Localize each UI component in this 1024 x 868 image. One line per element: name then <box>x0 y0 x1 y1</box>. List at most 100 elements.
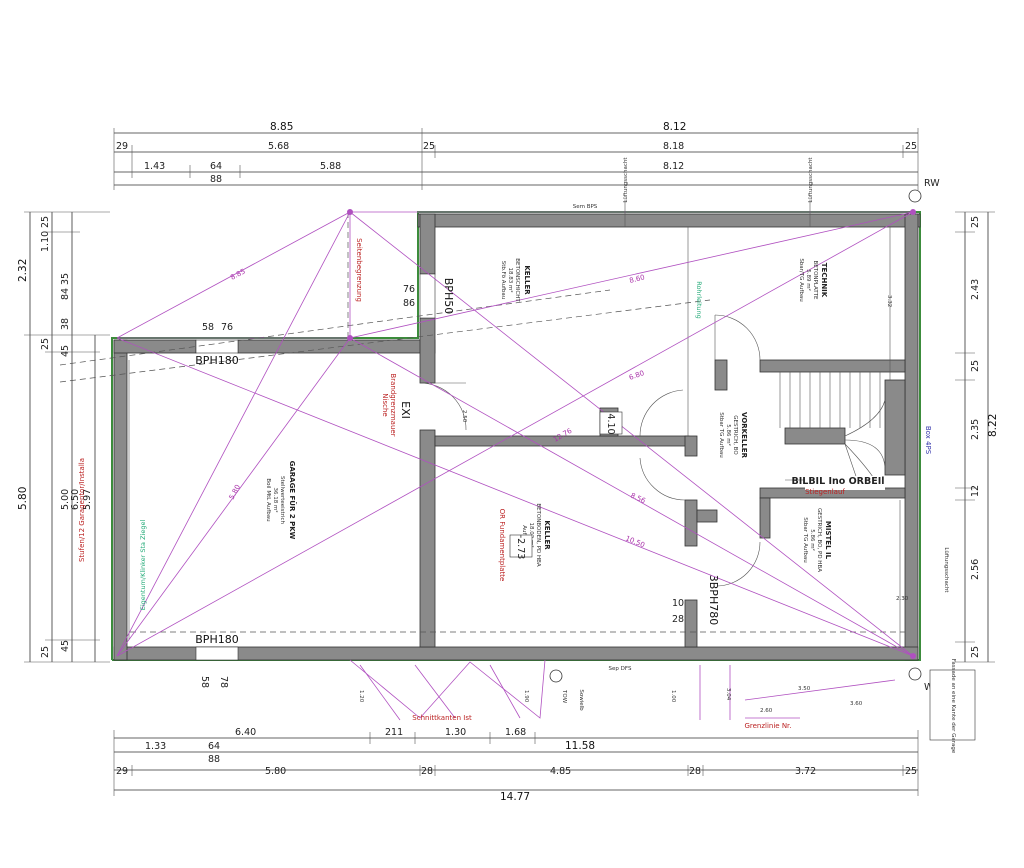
room-garage: GARAGE FÜR 2 PKW Stellwerteeistrich 36.1… <box>265 461 297 540</box>
mistel-extra: Stbar TG Aufbau <box>802 517 808 562</box>
tow-marker-icon <box>549 669 563 683</box>
bottom-dim-15: 25 <box>905 766 917 777</box>
door-num-8: 28 <box>672 614 684 625</box>
room-mistel: MISTEL IL GESTRICH, BO, PD HBA 5.86 m² S… <box>802 508 832 572</box>
level-2: -2.73 <box>515 535 526 560</box>
left-dim-9: 45 <box>60 345 71 357</box>
vorkeller-sub: GESTRICH, BO <box>732 415 738 455</box>
left-dim-3: 25 <box>40 216 51 228</box>
inner-dim-7: 3.04 <box>725 688 731 701</box>
keller-top-area: 18.83 m² <box>507 267 514 292</box>
left-dimensions: 2.32 5.80 25 1.10 84 35 38 25 45 5.00 6.… <box>17 211 110 663</box>
survey-point-4 <box>910 653 916 659</box>
top-dim-9: 64 <box>210 161 222 172</box>
right-dim-1: 25 <box>970 216 981 228</box>
keller-mid-sub: BETONBODEN, PD HBA <box>535 503 541 567</box>
pink-note-b: Grenzlinie Nr. <box>744 722 791 730</box>
diag-2: 8.60 <box>629 273 646 285</box>
door-num-2: 86 <box>403 298 415 309</box>
top-dim-1: 8.85 <box>270 121 293 133</box>
lueftung-label-1: Lüftungsschacht <box>623 157 629 203</box>
inner-dim-8: 2.60 <box>760 708 773 714</box>
right-dim-3: 25 <box>970 360 981 372</box>
technik-title: TECHNIK <box>820 263 828 298</box>
bottom-dim-3: 1.30 <box>445 727 466 738</box>
rohrleitung-label: Rohrleitung <box>695 281 703 319</box>
keller-top-title: KELLER <box>523 265 531 295</box>
sembps-label: Sem BPS <box>573 204 598 210</box>
top-dim-7: 25 <box>905 141 917 152</box>
lueftung-right-label: Lüftungsschacht <box>943 547 949 593</box>
inner-dim-6: 3.60 <box>850 701 863 707</box>
note-box <box>929 669 976 741</box>
left-dim-2: 5.80 <box>17 487 29 510</box>
door-num-3: 58 <box>202 322 214 333</box>
or-text: OR Fundamentplatte <box>498 509 506 582</box>
left-dim-8: 25 <box>40 338 51 350</box>
garage-title: GARAGE FÜR 2 PKW <box>288 461 297 540</box>
left-dim-7: 38 <box>60 318 71 330</box>
sowiel-label: Sowielb <box>578 689 584 711</box>
left-dim-4: 1.10 <box>40 231 51 252</box>
door-num-1: 76 <box>403 284 415 295</box>
survey-lines <box>116 209 916 721</box>
bottom-dim-1: 6.40 <box>235 727 256 738</box>
survey-point-3 <box>910 209 916 215</box>
door-num-6: 78 <box>218 676 229 688</box>
inner-dim-10: 1.00 <box>670 690 676 703</box>
inner-dim-2: 3.32 <box>886 295 892 307</box>
bottom-dim-7: 64 <box>208 741 220 752</box>
side-green-label: Eigentum/Klinker Sta Ziegel <box>139 520 147 611</box>
right-dim-2: 2.43 <box>970 279 981 300</box>
bottom-dim-total: 14.77 <box>500 791 530 803</box>
room-technik: TECHNIK BETONPLATTE 5.89 m² Sbar/TG Aufb… <box>798 258 828 301</box>
diag-4: 10.50 <box>624 534 646 549</box>
room-keller-top: KELLER BETONSCHICHT 18.83 m² Stb.Fö Aufb… <box>500 258 531 302</box>
mistel-area: 5.86 m² <box>809 529 816 551</box>
red-note-1: Brandgrenzmauer <box>389 373 397 436</box>
staircase <box>779 372 886 490</box>
guide-lines <box>59 200 905 647</box>
right-dim-total: 8.22 <box>987 414 999 437</box>
top-dim-10: 88 <box>210 174 222 185</box>
left-dim-14: 25 <box>40 646 51 658</box>
bottom-dim-13: 28 <box>689 766 701 777</box>
top-dim-6: 8.18 <box>663 141 684 152</box>
door-num-5: 58 <box>199 676 210 688</box>
side-red-label: Stufen/12 Garagentor/Installa <box>78 458 86 562</box>
top-dim-2: 8.12 <box>663 121 686 133</box>
inner-dimensions: 2.30 3.32 2.50 1.20 1.90 3.60 3.04 2.60 … <box>358 295 909 714</box>
red-note-2: Nische <box>381 393 389 416</box>
garage-extra: Boil MtL Aufbau <box>265 478 271 521</box>
right-dim-7: 25 <box>970 646 981 658</box>
diag-5: 6.80 <box>628 369 645 382</box>
keller-top-extra: Stb.Fö Aufbau <box>500 261 506 300</box>
top-dim-11: 5.88 <box>320 161 341 172</box>
door-num-4: 76 <box>221 322 233 333</box>
vorkeller-area: 5.86 m² <box>725 424 732 446</box>
diag-1: 8.85 <box>229 267 247 281</box>
lueftung-label-2: Lüftungsschacht <box>808 157 814 203</box>
bottom-dim-11: 28 <box>421 766 433 777</box>
keller-top-sub: BETONSCHICHT <box>514 258 520 302</box>
left-dim-10: 5.00 <box>60 489 71 510</box>
level-1: 4.10 <box>605 413 616 434</box>
box-4ps-label: Box 4PS <box>924 426 932 455</box>
stair-label: BILBIL Ino ORBEIl <box>791 476 884 487</box>
sepdfs-label: Sep DFS <box>609 666 632 672</box>
bottom-dim-12: 4.85 <box>550 766 571 777</box>
mistel-sub: GESTRICH, BO, PD HBA <box>816 508 822 572</box>
inner-dim-9: 3.50 <box>798 686 811 692</box>
diag-6: 8.56 <box>629 492 647 506</box>
garage-area: 36.18 m² <box>272 487 279 512</box>
left-dim-12: 5.97 <box>82 489 93 510</box>
bph180-bottom-label: BPH180 <box>195 633 238 646</box>
bottom-dim-6: 1.33 <box>145 741 166 752</box>
mistel-title: MISTEL IL <box>824 521 832 560</box>
vorkeller-title: VORKELLER <box>740 412 748 459</box>
right-dim-5: 12 <box>970 485 981 497</box>
bph50-label: BPH50 <box>442 278 455 314</box>
left-dim-6: 35 <box>60 273 71 285</box>
diag-3: 5.80 <box>228 483 242 501</box>
